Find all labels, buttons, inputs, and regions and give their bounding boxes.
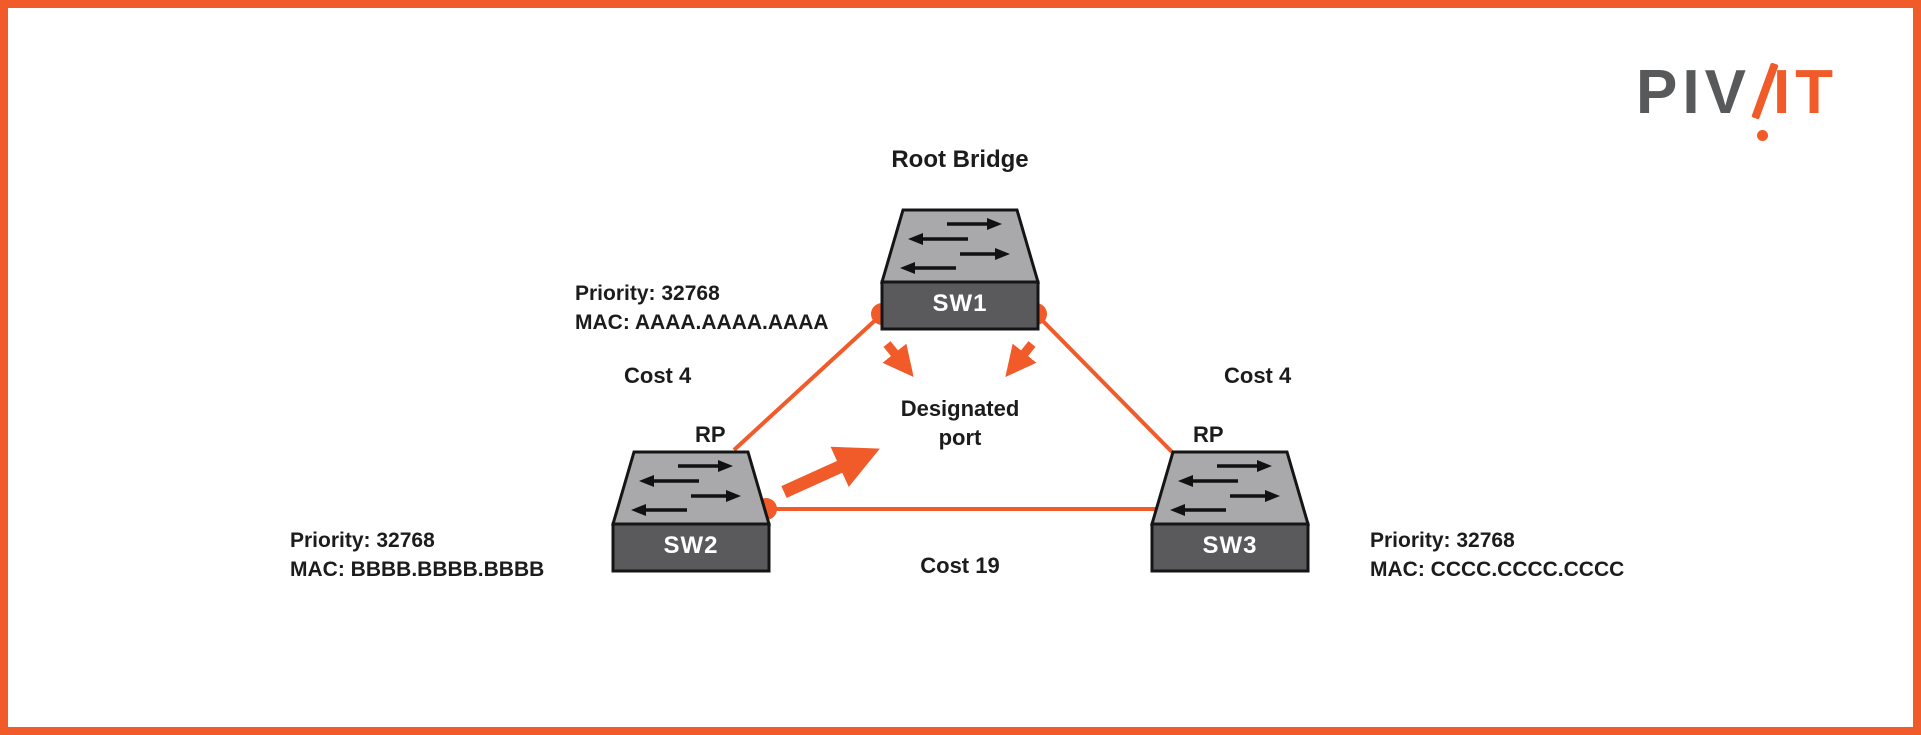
traffic-arrows-icon (1170, 460, 1280, 516)
sw1-mac: MAC: AAAA.AAAA.AAAA (575, 311, 829, 334)
designated-port-arrow-left (882, 341, 914, 378)
switch-front-face (611, 522, 771, 573)
sw3-info: Priority: 32768 MAC: CCCC.CCCC.CCCC (1370, 526, 1624, 584)
traffic-arrows-icon (631, 460, 741, 516)
root-bridge-label: Root Bridge (891, 146, 1029, 173)
designated-port-arrow-right (1005, 341, 1037, 378)
link-sw1-sw3 (1034, 312, 1174, 454)
switch-sw1-label: SW1 (932, 290, 988, 317)
switch-icon (611, 450, 771, 573)
cost-label-sw2-sw3: Cost 19 (920, 553, 1000, 578)
sw2-mac: MAC: BBBB.BBBB.BBBB (290, 558, 545, 581)
switch-sw3: SW3 (1150, 450, 1310, 573)
sw2-priority: Priority: 32768 (290, 529, 435, 552)
logo-text-it: IT (1772, 58, 1839, 127)
cost-label-sw1-sw3: Cost 4 (1224, 363, 1292, 388)
sw1-info: Priority: 32768 MAC: AAAA.AAAA.AAAA (575, 279, 829, 337)
switch-sw2: SW2 (611, 450, 771, 573)
sw1-priority: Priority: 32768 (575, 282, 720, 305)
switch-icon (1150, 450, 1310, 573)
designated-port-label: Designated port (900, 396, 1020, 450)
sw2-root-port-label: RP (695, 422, 726, 447)
switch-sw3-label: SW3 (1202, 532, 1258, 559)
sw3-priority: Priority: 32768 (1370, 529, 1515, 552)
designated-port-arrow-sw2 (781, 446, 880, 498)
switch-top-face (880, 208, 1040, 284)
switch-sw2-label: SW2 (663, 532, 719, 559)
sw3-root-port-label: RP (1193, 422, 1224, 447)
sw3-mac: MAC: CCCC.CCCC.CCCC (1370, 558, 1625, 581)
switch-top-face (611, 450, 771, 526)
logo-text-piv: PIV (1636, 58, 1751, 127)
traffic-arrows-icon (900, 218, 1010, 274)
switch-front-face (1150, 522, 1310, 573)
switch-top-face (1150, 450, 1310, 526)
logo-dot (1756, 130, 1768, 141)
cost-label-sw1-sw2: Cost 4 (624, 363, 692, 388)
switch-icon (880, 208, 1040, 331)
sw2-info: Priority: 32768 MAC: BBBB.BBBB.BBBB (290, 526, 544, 584)
switch-sw1: SW1 (880, 208, 1040, 331)
logo-slash-icon (1751, 62, 1779, 146)
pivit-logo: PIV IT (1636, 62, 1838, 146)
